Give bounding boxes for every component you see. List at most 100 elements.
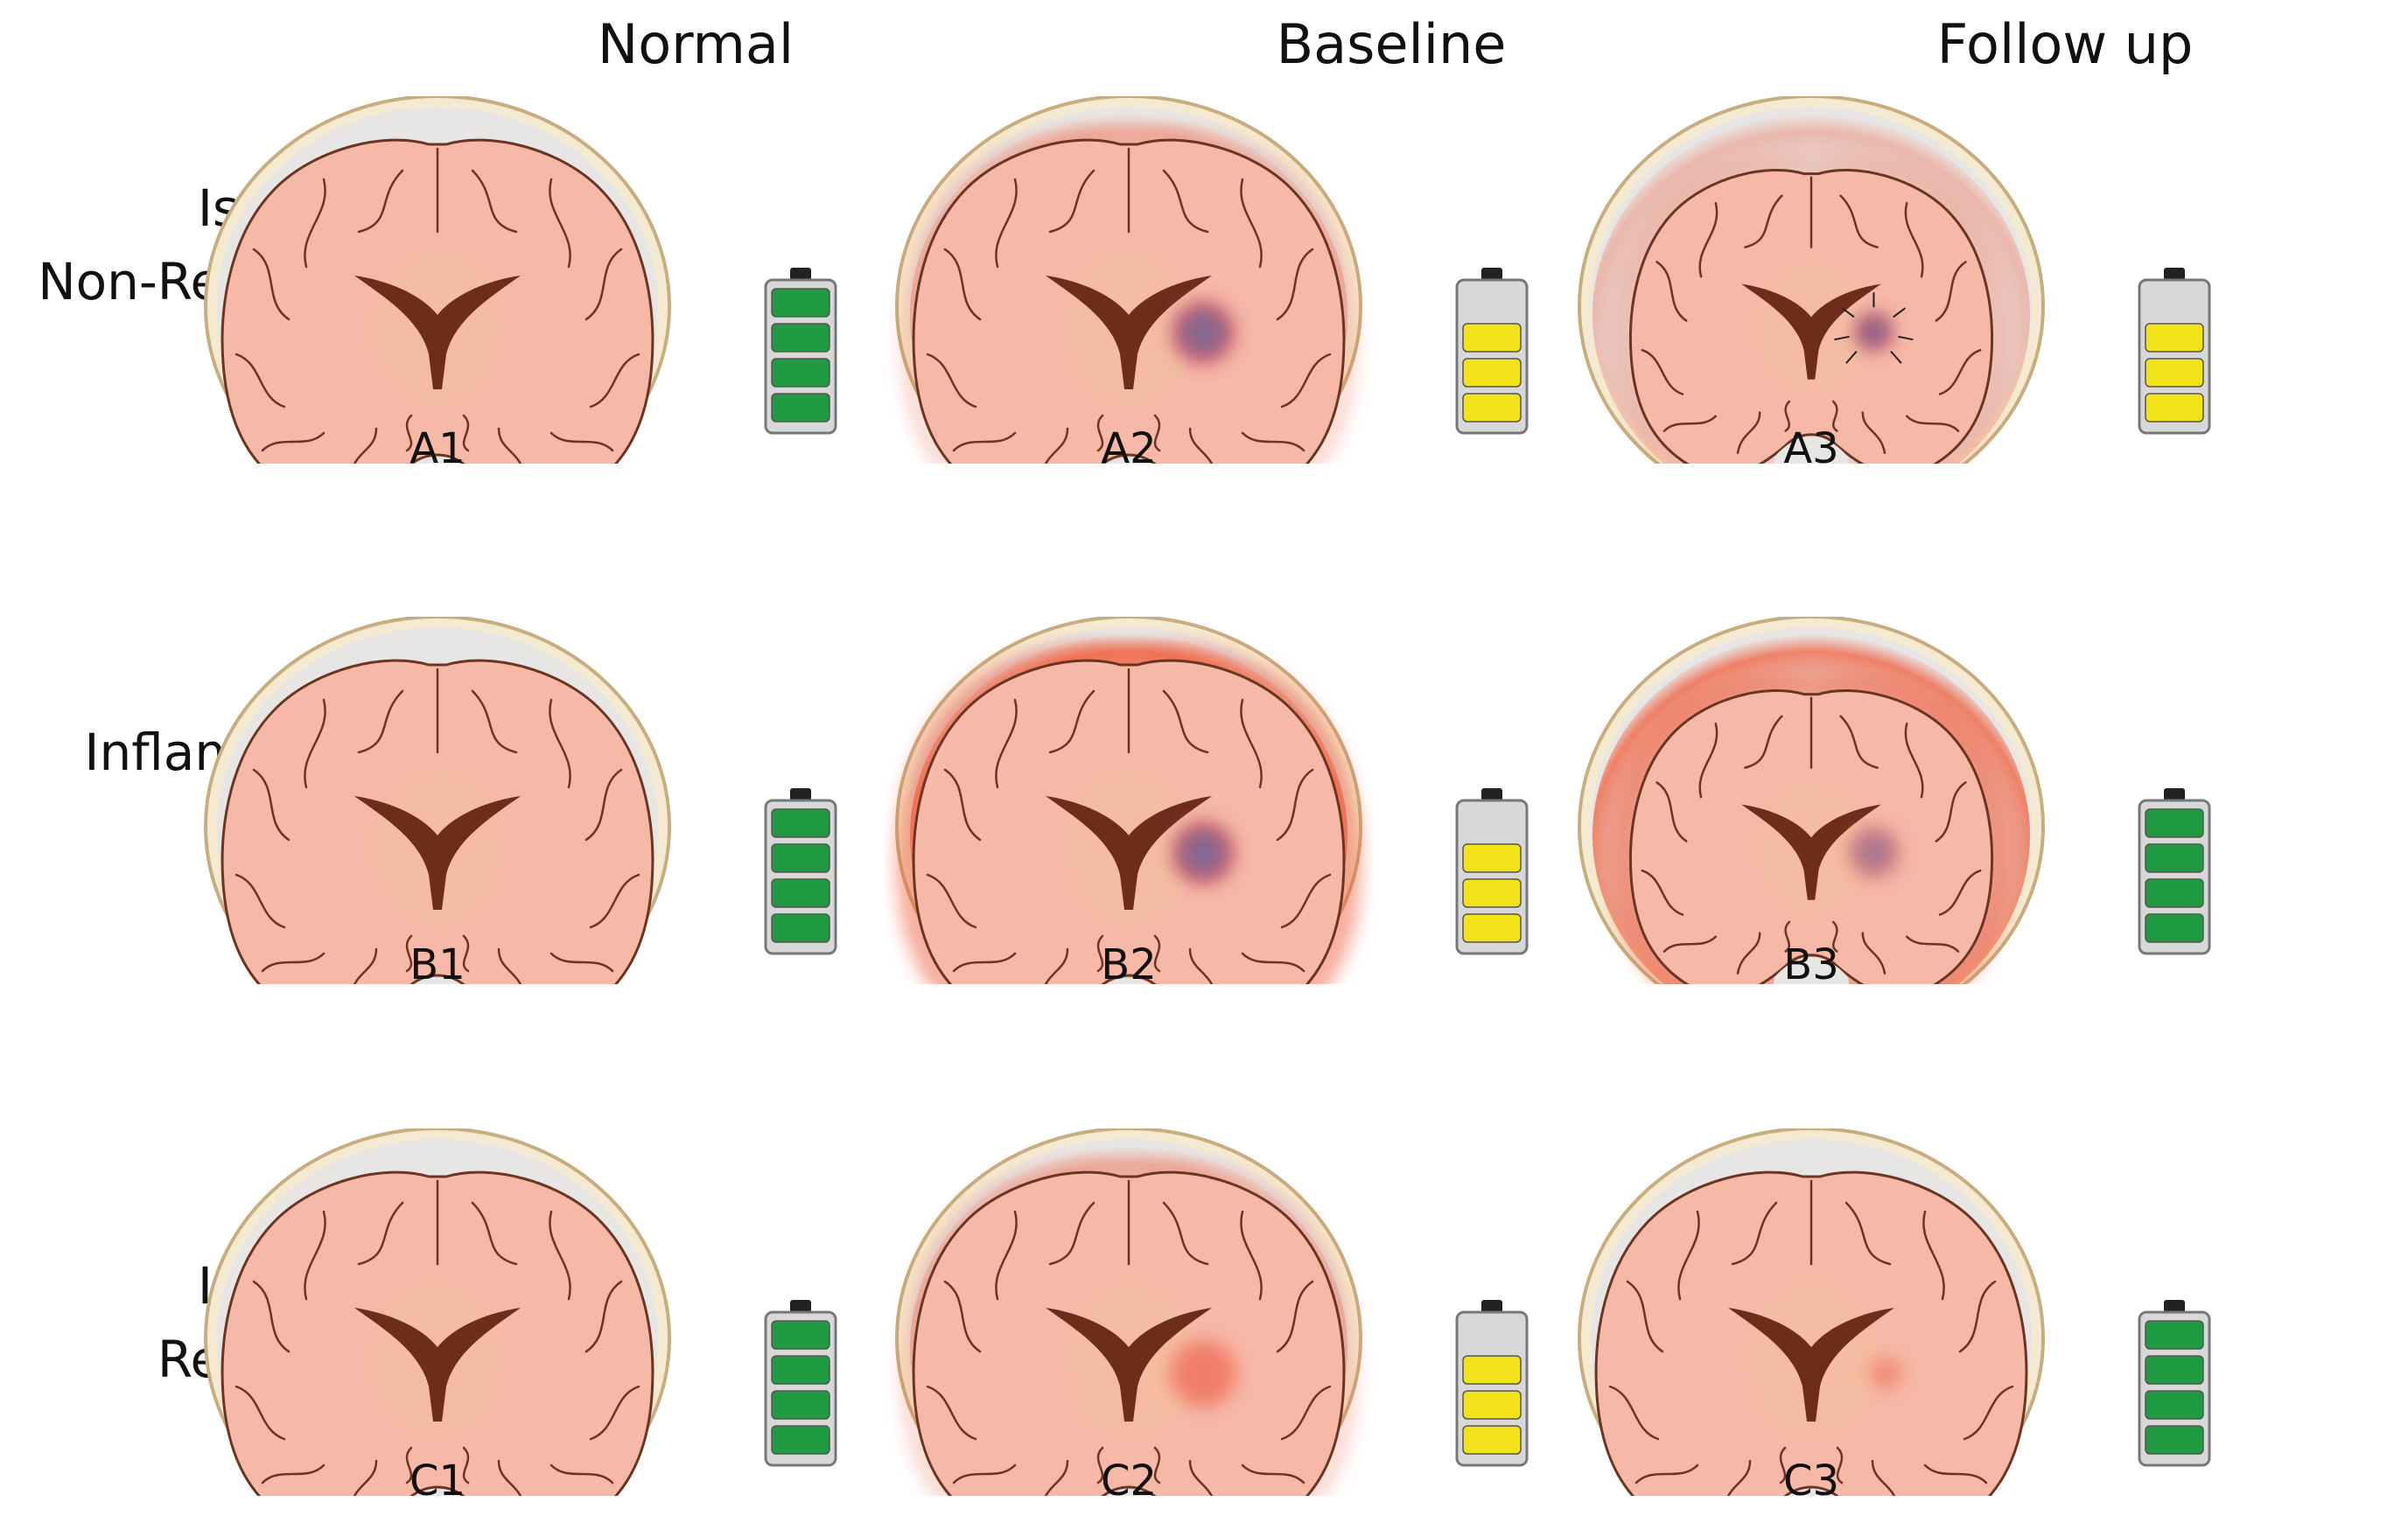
- lesion: [1170, 1340, 1236, 1407]
- panel-a2: [895, 96, 1529, 464]
- panel-c3: [1578, 1128, 2211, 1496]
- battery-icon: [764, 268, 837, 435]
- panel-c1: [204, 1128, 837, 1496]
- lesion-core: [1860, 318, 1887, 346]
- battery-terminal: [1481, 788, 1502, 802]
- ventricle: [1741, 283, 1881, 380]
- battery-icon: [764, 788, 837, 955]
- battery-bar: [1462, 913, 1522, 943]
- battery-icon: [2138, 788, 2211, 955]
- panel-label-c1: C1: [409, 1457, 466, 1506]
- battery-icon: [1455, 1300, 1529, 1467]
- skull-base: [1773, 437, 1850, 464]
- battery-icon: [764, 1300, 837, 1467]
- battery-bar: [1462, 1425, 1522, 1455]
- battery-bar: [771, 393, 830, 423]
- battery-bar: [1462, 1355, 1522, 1385]
- brain-gyri: [926, 1179, 1332, 1496]
- column-header-normal: Normal: [597, 12, 794, 76]
- lesion-core: [1855, 834, 1893, 871]
- shrink-arrow: [1898, 335, 1914, 341]
- battery-bar: [771, 1355, 830, 1385]
- battery-bar: [771, 288, 830, 318]
- shrink-arrow: [1893, 307, 1907, 318]
- battery-bar: [771, 913, 830, 943]
- skull-base: [1106, 977, 1152, 984]
- battery-terminal: [2164, 788, 2185, 802]
- battery-terminal: [790, 1300, 811, 1314]
- ventricle: [354, 1308, 521, 1422]
- ventricle: [1728, 1308, 1894, 1422]
- panel-label-a3: A3: [1783, 424, 1839, 473]
- battery-bar: [2145, 878, 2204, 908]
- battery-icon: [1455, 268, 1529, 435]
- battery-terminal: [1481, 268, 1502, 282]
- brain-gyri: [1641, 176, 1982, 455]
- battery-terminal: [790, 788, 811, 802]
- ventricle: [1046, 276, 1212, 389]
- battery-icon: [2138, 268, 2211, 435]
- brain-gyri: [926, 147, 1332, 464]
- ventricle: [354, 276, 521, 389]
- column-header-follow-up: Follow up: [1936, 12, 2194, 76]
- skull-base: [1106, 457, 1152, 464]
- battery-bar: [1462, 843, 1522, 873]
- battery-bar: [2145, 808, 2204, 838]
- brain-gyri: [926, 667, 1332, 984]
- skull-base: [415, 977, 460, 984]
- battery-terminal: [2164, 268, 2185, 282]
- battery-bar: [2145, 358, 2204, 388]
- panel-label-a2: A2: [1101, 424, 1157, 473]
- battery-bar: [2145, 843, 2204, 873]
- panel-label-b1: B1: [410, 940, 466, 989]
- battery-bar: [2145, 913, 2204, 943]
- battery-bar: [1462, 393, 1522, 423]
- skull-base: [415, 457, 460, 464]
- ventricle: [354, 796, 521, 910]
- panel-b3: [1578, 617, 2211, 984]
- battery-bar: [2145, 1320, 2204, 1350]
- panel-label-b3: B3: [1783, 940, 1839, 989]
- brain-gyri: [1641, 696, 1982, 975]
- brain-gyri: [234, 147, 640, 464]
- brain-gyri: [1608, 1179, 2014, 1496]
- battery-bar: [1462, 1390, 1522, 1420]
- battery-bar: [771, 1425, 830, 1455]
- ventricle: [1741, 804, 1881, 900]
- ventricle: [1046, 796, 1212, 910]
- battery-bar: [1462, 323, 1522, 353]
- battery-bar: [771, 323, 830, 353]
- battery-terminal: [2164, 1300, 2185, 1314]
- brain-gyri: [234, 1179, 640, 1496]
- battery-bar: [771, 878, 830, 908]
- lesion-core: [1180, 830, 1226, 876]
- battery-icon: [2138, 1300, 2211, 1467]
- battery-bar: [771, 808, 830, 838]
- battery-bar: [1462, 358, 1522, 388]
- panel-a3: [1578, 96, 2211, 464]
- panel-label-b2: B2: [1101, 940, 1157, 989]
- panel-a1: [204, 96, 837, 464]
- battery-terminal: [790, 268, 811, 282]
- battery-bar: [2145, 1390, 2204, 1420]
- battery-bar: [2145, 1425, 2204, 1455]
- battery-bar: [771, 358, 830, 388]
- panel-label-a1: A1: [410, 424, 466, 473]
- battery-bar: [771, 1320, 830, 1350]
- battery-icon: [1455, 788, 1529, 955]
- battery-terminal: [1481, 1300, 1502, 1314]
- battery-bar: [2145, 323, 2204, 353]
- panel-c2: [895, 1128, 1529, 1496]
- skull-base: [415, 1489, 460, 1496]
- skull-base: [1788, 1489, 1834, 1496]
- shrink-arrow: [1845, 350, 1858, 364]
- panel-b2: [895, 617, 1529, 984]
- shrink-arrow: [1890, 350, 1902, 364]
- skull-base: [1106, 1489, 1152, 1496]
- battery-bar: [771, 1390, 830, 1420]
- skull-base: [1773, 957, 1850, 984]
- battery-bar: [771, 843, 830, 873]
- battery-bar: [2145, 393, 2204, 423]
- lesion: [1870, 1358, 1901, 1389]
